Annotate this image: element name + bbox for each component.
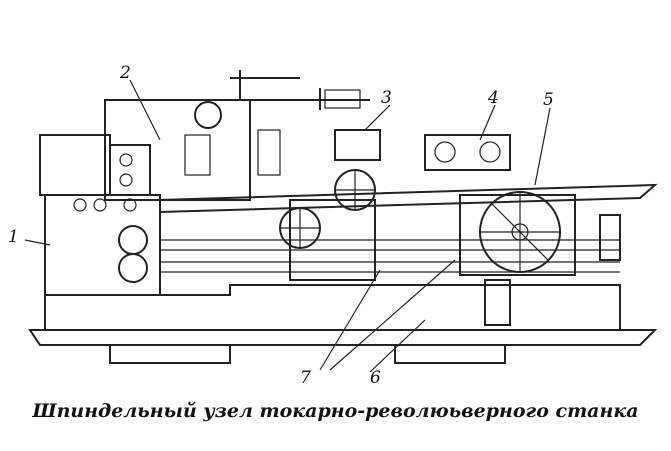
label-6: 6 bbox=[370, 368, 381, 388]
label-5: 5 bbox=[543, 90, 554, 110]
base-foot-right bbox=[394, 344, 506, 364]
handwheel bbox=[194, 101, 222, 129]
headstock-back bbox=[39, 134, 111, 196]
carriage bbox=[424, 134, 511, 171]
label-3: 3 bbox=[381, 88, 392, 108]
apron bbox=[289, 199, 376, 281]
label-1: 1 bbox=[8, 227, 19, 247]
turret-slide bbox=[459, 194, 576, 276]
control-panel bbox=[109, 144, 151, 196]
knob bbox=[118, 253, 148, 283]
label-4: 4 bbox=[488, 88, 499, 108]
headstock bbox=[104, 99, 251, 201]
bed bbox=[44, 284, 621, 331]
label-7: 7 bbox=[300, 368, 311, 388]
base-foot-left bbox=[109, 344, 231, 364]
caption: Шпиндельный узел токарно-революьверного … bbox=[32, 400, 639, 422]
knob bbox=[118, 225, 148, 255]
label-2: 2 bbox=[120, 63, 131, 83]
